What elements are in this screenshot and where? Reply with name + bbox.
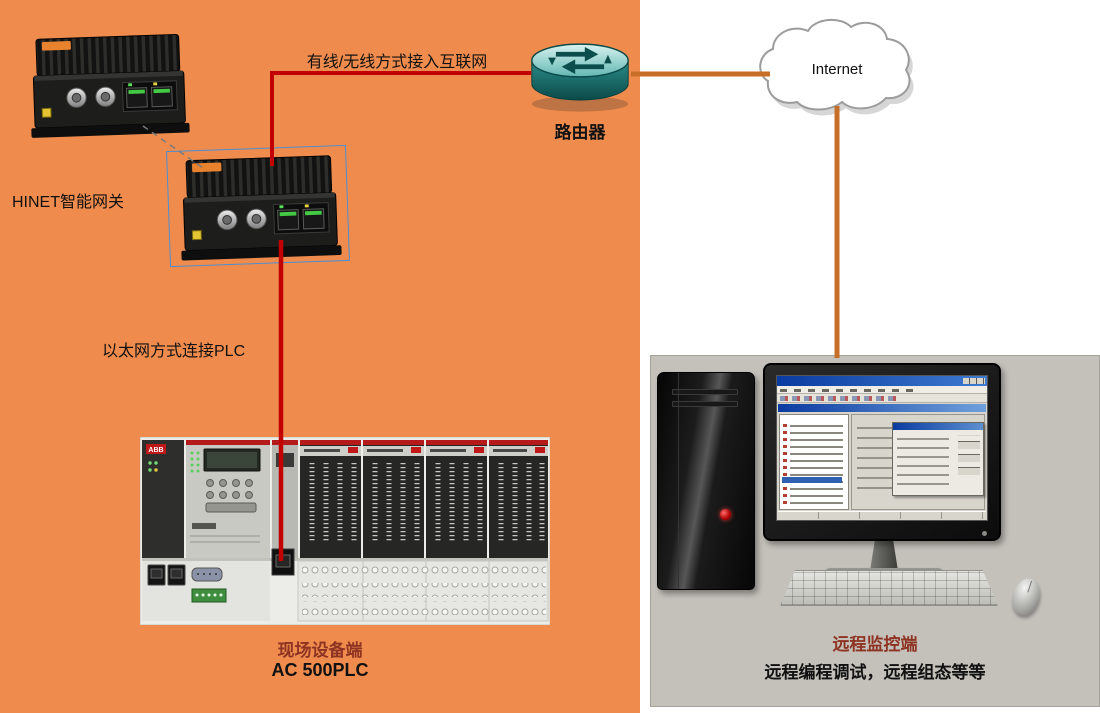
dialog-buttons xyxy=(958,435,980,475)
drive-bay-slot xyxy=(672,389,738,395)
plc-terminal-blocks xyxy=(297,560,549,622)
gateway-logo-icon xyxy=(191,162,222,173)
app-status-bar xyxy=(778,511,986,519)
abb-logo-icon xyxy=(146,444,166,454)
internet-cloud-icon: Internet xyxy=(759,19,914,116)
remote-panel-subtitle: 远程编程调试，远程组态等等 xyxy=(764,663,986,682)
plc-model-caption: AC 500PLC xyxy=(271,660,369,680)
project-tree-panel xyxy=(779,414,849,510)
dialog-form-lines xyxy=(897,435,950,486)
field-device-caption: 现场设备端 xyxy=(277,641,363,660)
ethernet-to-plc-label: 以太网方式连接PLC xyxy=(102,343,246,360)
plc-keypad xyxy=(205,479,257,513)
gateway-logo-icon xyxy=(41,41,71,51)
hinet-gateway-device-small xyxy=(31,33,190,138)
hinet-gateway-device-main xyxy=(181,155,342,261)
tree-item-lines xyxy=(790,420,843,504)
app-title-bar xyxy=(777,376,987,386)
drive-bay-slot xyxy=(672,401,738,407)
router-label: 路由器 xyxy=(554,123,606,142)
router-icon xyxy=(531,43,629,112)
tower-power-button xyxy=(720,509,731,520)
tower-seam xyxy=(678,373,679,589)
plc-ethernet-ports xyxy=(147,564,186,586)
settings-dialog xyxy=(892,422,984,496)
plc-cpu-ethernet-port xyxy=(271,548,295,576)
internet-label: Internet xyxy=(812,61,864,78)
plc-serial-port xyxy=(191,567,223,582)
tree-item-icons xyxy=(783,420,787,504)
monitor-screen xyxy=(776,375,988,521)
app-toolbar xyxy=(777,394,987,403)
plc-green-connector xyxy=(191,588,227,603)
child-window-title-bar xyxy=(778,404,986,412)
app-menu-bar xyxy=(777,386,987,394)
keyboard xyxy=(780,570,998,606)
gateway-label: HINET智能网关 xyxy=(12,194,125,211)
desktop-tower xyxy=(657,372,755,590)
window-control-icons xyxy=(963,378,985,384)
dialog-title-bar xyxy=(893,423,983,430)
monitor-stand xyxy=(870,539,898,571)
plc-brand-label: ABB xyxy=(148,447,163,454)
plc-device: ABB xyxy=(140,437,550,625)
monitor xyxy=(763,363,1001,541)
internet-access-label: 有线/无线方式接入互联网 xyxy=(306,54,488,71)
monitor-power-led xyxy=(982,531,987,536)
plc-io-modules xyxy=(300,440,548,558)
tree-selected-row xyxy=(782,477,842,483)
remote-panel-title: 远程监控端 xyxy=(832,635,918,654)
